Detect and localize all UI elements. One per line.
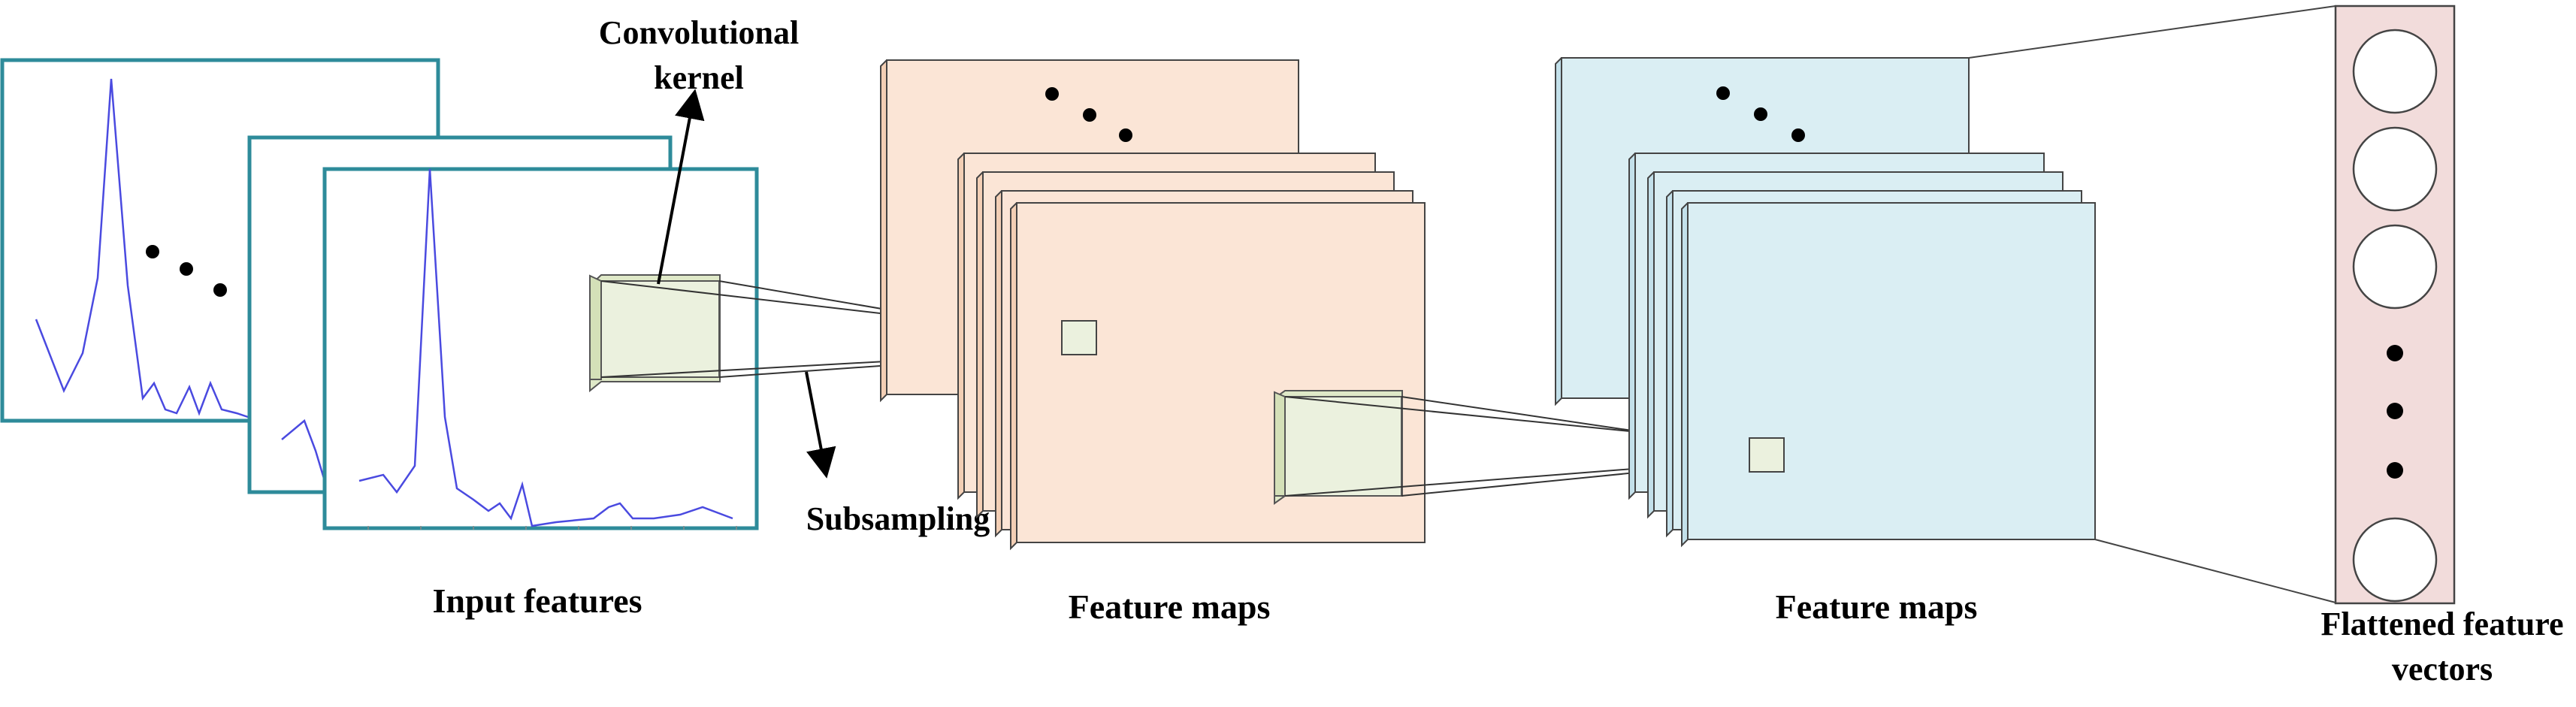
- ellipsis-icon: [1716, 86, 1805, 142]
- ellipsis-icon: [2387, 345, 2403, 479]
- label-input-features: Input features: [432, 582, 642, 620]
- input-features-stack: [0, 58, 759, 530]
- label-feature-maps-1: Feature maps: [1069, 588, 1271, 626]
- ellipsis-icon: [146, 245, 227, 297]
- flatten-connector-lines: [1968, 5, 2336, 603]
- ellipsis-icon: [1045, 87, 1132, 142]
- neuron-node: [2352, 29, 2438, 114]
- signal-line-middle: [281, 418, 326, 482]
- signal-line-back: [35, 78, 249, 418]
- subsampling-arrow-icon: [805, 371, 836, 479]
- neuron-node: [2352, 224, 2438, 310]
- label-flattened-line1: Flattened feature: [2321, 606, 2564, 642]
- label-convolutional-kernel-line2: kernel: [654, 59, 744, 96]
- kernel-arrow-icon: [657, 89, 705, 285]
- label-flattened-line2: vectors: [2392, 651, 2493, 687]
- output-cell-2: [1749, 437, 1785, 473]
- convolutional-kernel-cube-2: [1274, 390, 1403, 505]
- neuron-node: [2352, 517, 2438, 603]
- label-convolutional-kernel-line1: Convolutional: [599, 14, 800, 51]
- label-feature-maps-2: Feature maps: [1776, 588, 1978, 626]
- flattened-feature-vector: [2334, 5, 2456, 605]
- feature-map-2-front: [1681, 202, 2096, 548]
- output-cell-1: [1061, 320, 1097, 355]
- neuron-node: [2352, 126, 2438, 212]
- feature-maps-2-stack: [1555, 57, 2096, 548]
- feature-maps-1-stack: [880, 59, 1426, 551]
- signal-line-front: [358, 168, 733, 527]
- convolutional-kernel-cube: [589, 274, 721, 393]
- label-subsampling: Subsampling: [806, 500, 990, 537]
